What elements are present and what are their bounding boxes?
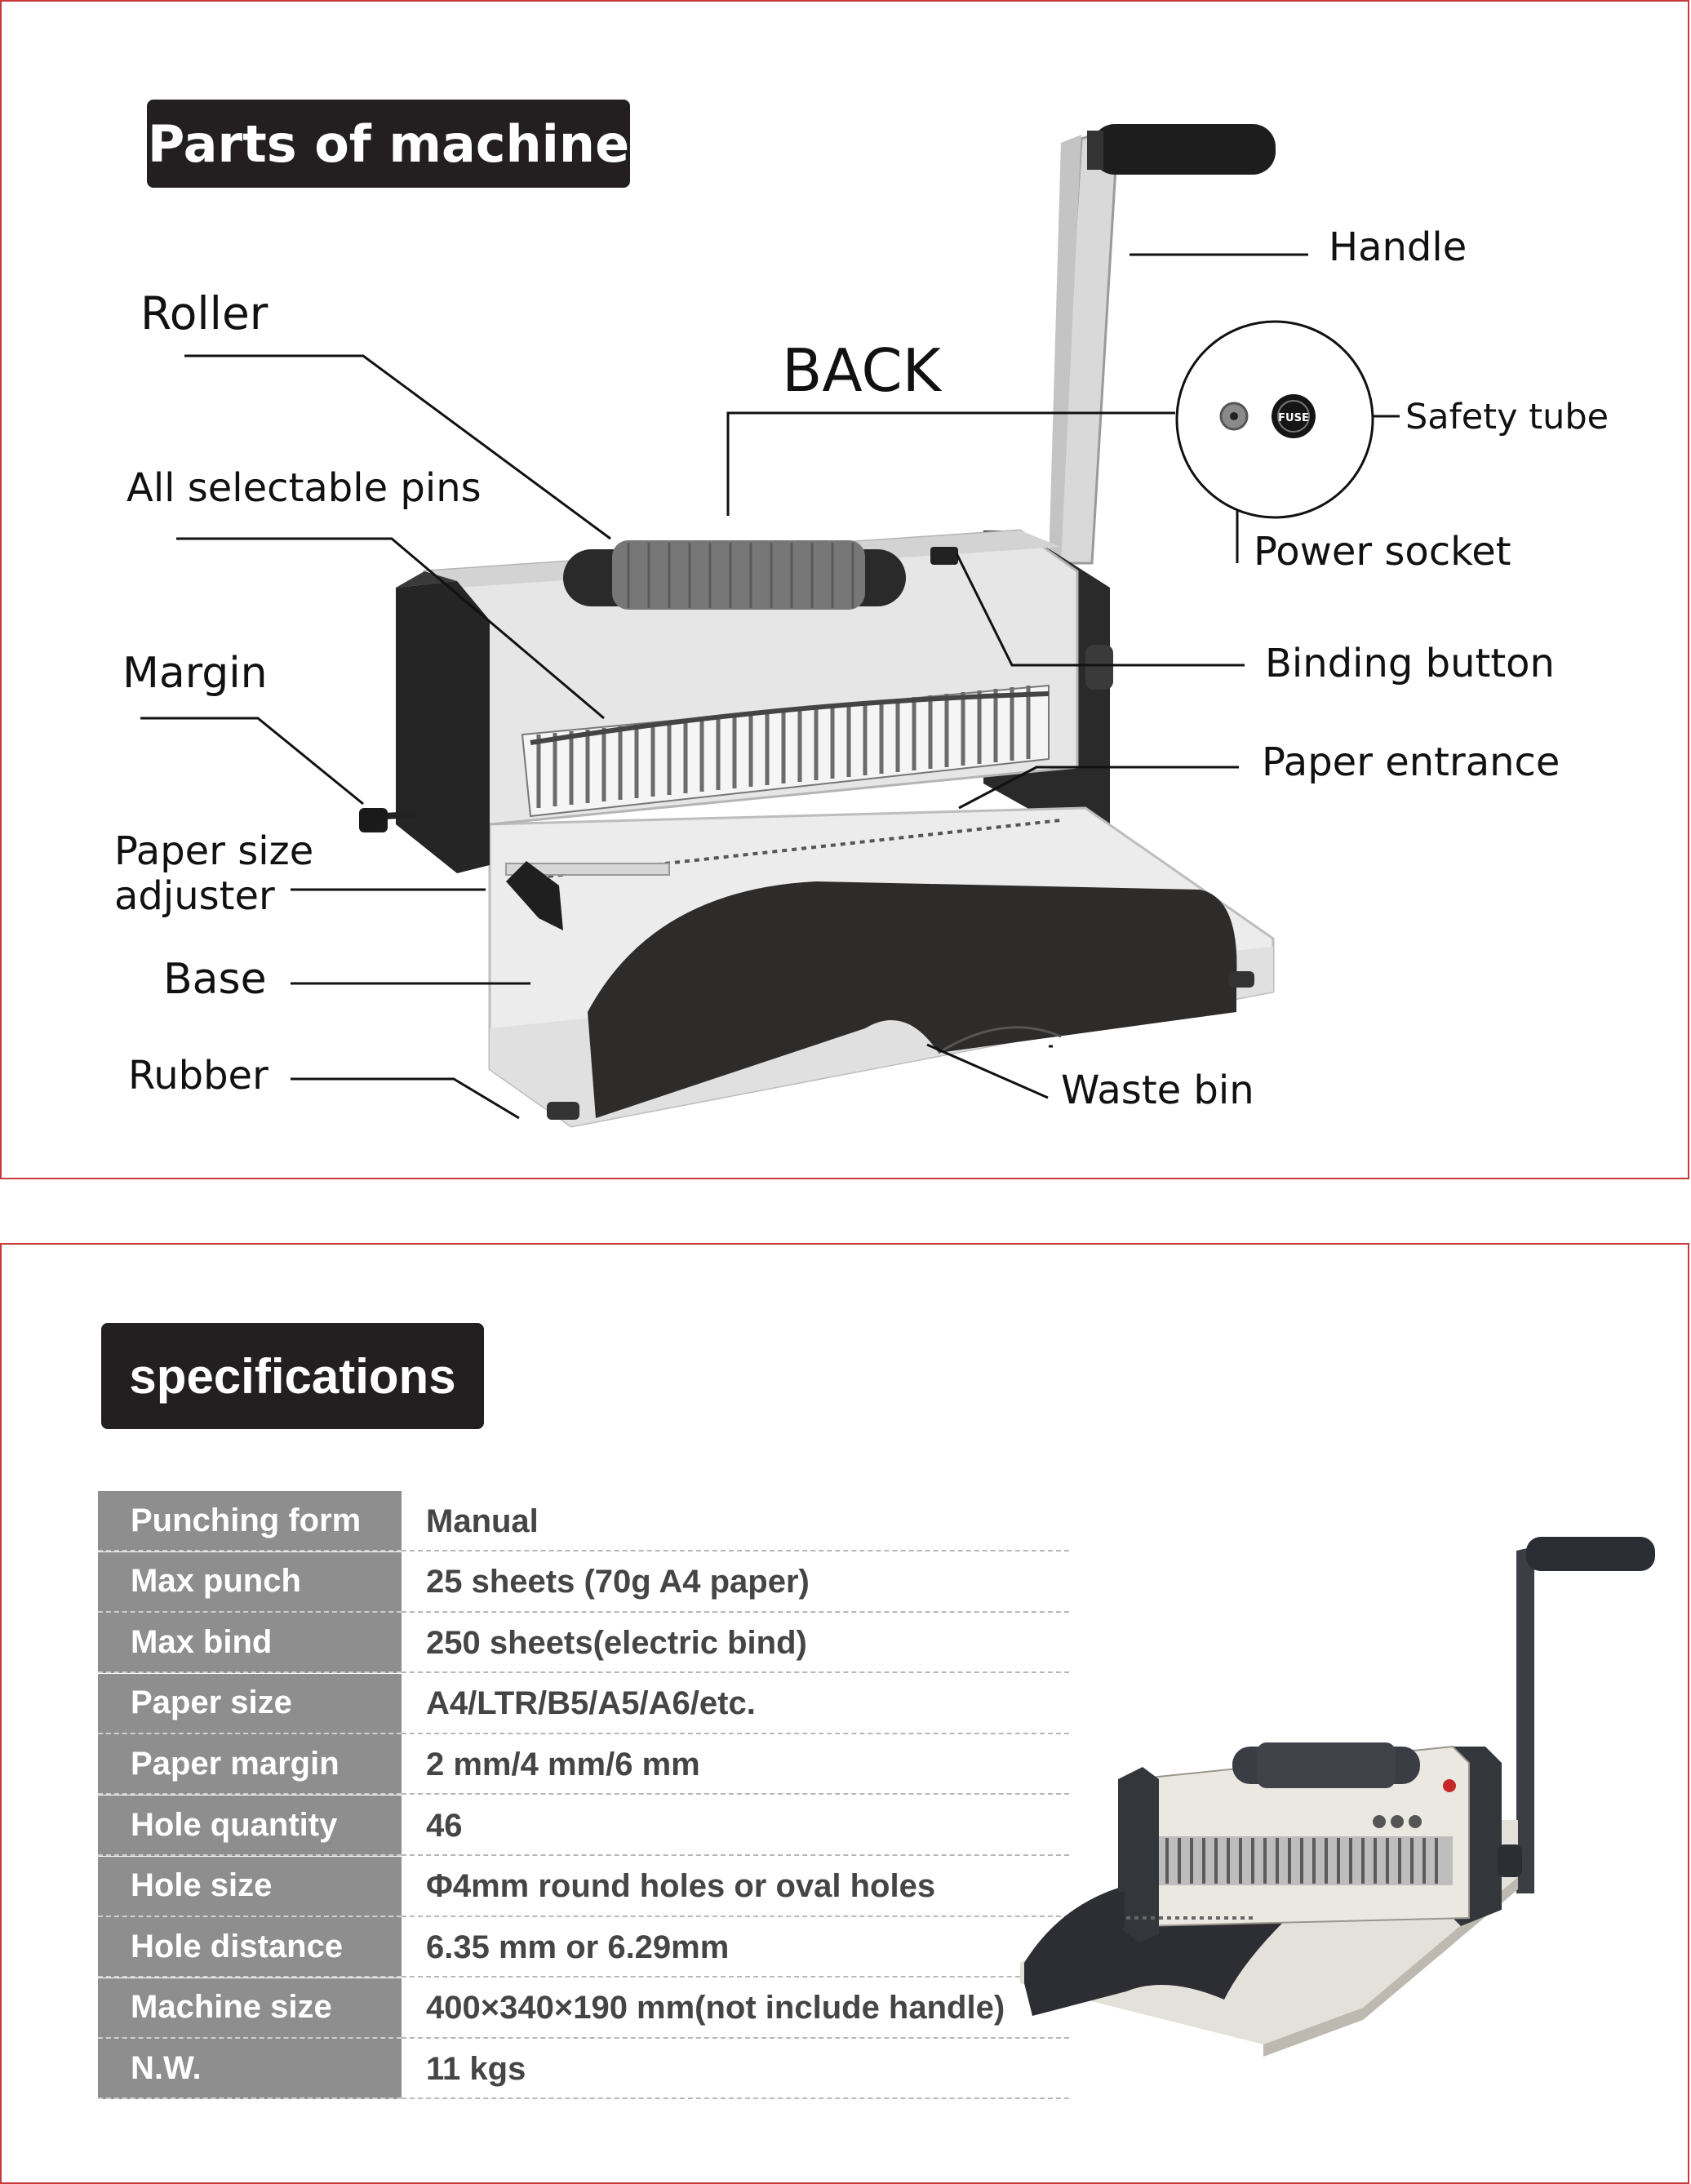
spec-divider: [402, 2036, 1069, 2039]
spec-divider: [402, 1610, 1069, 1613]
spec-key: Hole distance: [98, 1917, 402, 1978]
spec-key: Paper margin: [98, 1734, 402, 1796]
label-back: BACK: [782, 336, 941, 405]
label-margin: Margin: [122, 649, 268, 698]
label-rubber: Rubber: [128, 1053, 269, 1099]
spec-row: Machine size 400×340×190 mm(not include h…: [98, 1978, 1069, 2039]
spec-value: 400×340×190 mm(not include handle): [426, 1990, 1005, 2026]
spec-value: 46: [426, 1807, 463, 1844]
spec-value: 11 kgs: [426, 2050, 526, 2087]
binding-button-illustration: [930, 547, 958, 565]
spec-divider: [402, 1550, 1069, 1551]
paper-size-adjuster-illustration: [505, 861, 670, 930]
spec-row: Max punch 25 sheets (70g A4 paper): [98, 1551, 1069, 1613]
label-power-socket: Power socket: [1254, 529, 1511, 575]
fuse-mark: FUSE: [1278, 412, 1309, 424]
spec-row: Punching form Manual: [98, 1491, 1069, 1551]
spec-key: Hole quantity: [98, 1796, 402, 1856]
label-base: Base: [163, 955, 267, 1004]
base-illustration: [488, 806, 1275, 1128]
spec-value: Manual: [426, 1503, 539, 1539]
spec-divider: [402, 2097, 1069, 2100]
spec-key: Max bind: [98, 1613, 402, 1674]
spec-key: N.W.: [98, 2039, 402, 2100]
spec-value: 25 sheets (70g A4 paper): [426, 1564, 810, 1600]
spec-row: Paper size A4/LTR/B5/A5/A6/etc.: [98, 1673, 1069, 1734]
machine-diagram: FUSE: [140, 124, 1400, 1128]
spec-divider: [402, 1671, 1069, 1674]
spec-value: 250 sheets(electric bind): [426, 1624, 807, 1661]
margin-knob-illustration: [359, 808, 417, 832]
spec-key: Hole size: [98, 1856, 402, 1917]
spec-row: Hole distance 6.35 mm or 6.29mm: [98, 1917, 1069, 1978]
label-roller: Roller: [140, 287, 269, 340]
spec-divider: [402, 1976, 1069, 1978]
handle-illustration: [1049, 124, 1276, 565]
label-paper-entrance: Paper entrance: [1262, 739, 1560, 785]
label-all-selectable-pins: All selectable pins: [126, 465, 482, 511]
spec-row: Max bind 250 sheets(electric bind): [98, 1613, 1069, 1674]
specs-title: specifications: [101, 1323, 484, 1429]
roller-illustration: [563, 540, 906, 610]
spec-divider: [402, 1854, 1069, 1856]
label-paper-size-line2: adjuster: [114, 873, 275, 919]
spec-key: Punching form: [98, 1491, 402, 1551]
parts-title: Parts of machine: [147, 100, 630, 188]
spec-key: Paper size: [98, 1673, 402, 1734]
spec-key: Machine size: [98, 1978, 402, 2039]
spec-value: 6.35 mm or 6.29mm: [426, 1929, 730, 1965]
label-handle: Handle: [1329, 224, 1467, 270]
pins-illustration: [536, 686, 1031, 808]
label-waste-bin: Waste bin: [1061, 1068, 1254, 1113]
spec-divider: [402, 1732, 1069, 1734]
spec-divider: [402, 1915, 1069, 1917]
spec-row: Hole size Φ4mm round holes or oval holes: [98, 1856, 1069, 1917]
label-binding-button: Binding button: [1265, 641, 1555, 686]
spec-key: Max punch: [98, 1551, 402, 1613]
label-paper-size-line1: Paper size: [114, 828, 314, 874]
spec-value: A4/LTR/B5/A5/A6/etc.: [426, 1685, 756, 1722]
back-detail-circle: FUSE: [1175, 320, 1400, 519]
spec-row: N.W. 11 kgs: [98, 2039, 1069, 2100]
spec-divider: [402, 1793, 1069, 1796]
spec-value: 2 mm/4 mm/6 mm: [426, 1746, 700, 1782]
spec-row: Hole quantity 46: [98, 1796, 1069, 1856]
label-safety-tube: Safety tube: [1405, 397, 1609, 437]
spec-value: Φ4mm round holes or oval holes: [426, 1868, 936, 1905]
callout-lines: [140, 253, 1379, 1120]
spec-row: Paper margin 2 mm/4 mm/6 mm: [98, 1734, 1069, 1796]
